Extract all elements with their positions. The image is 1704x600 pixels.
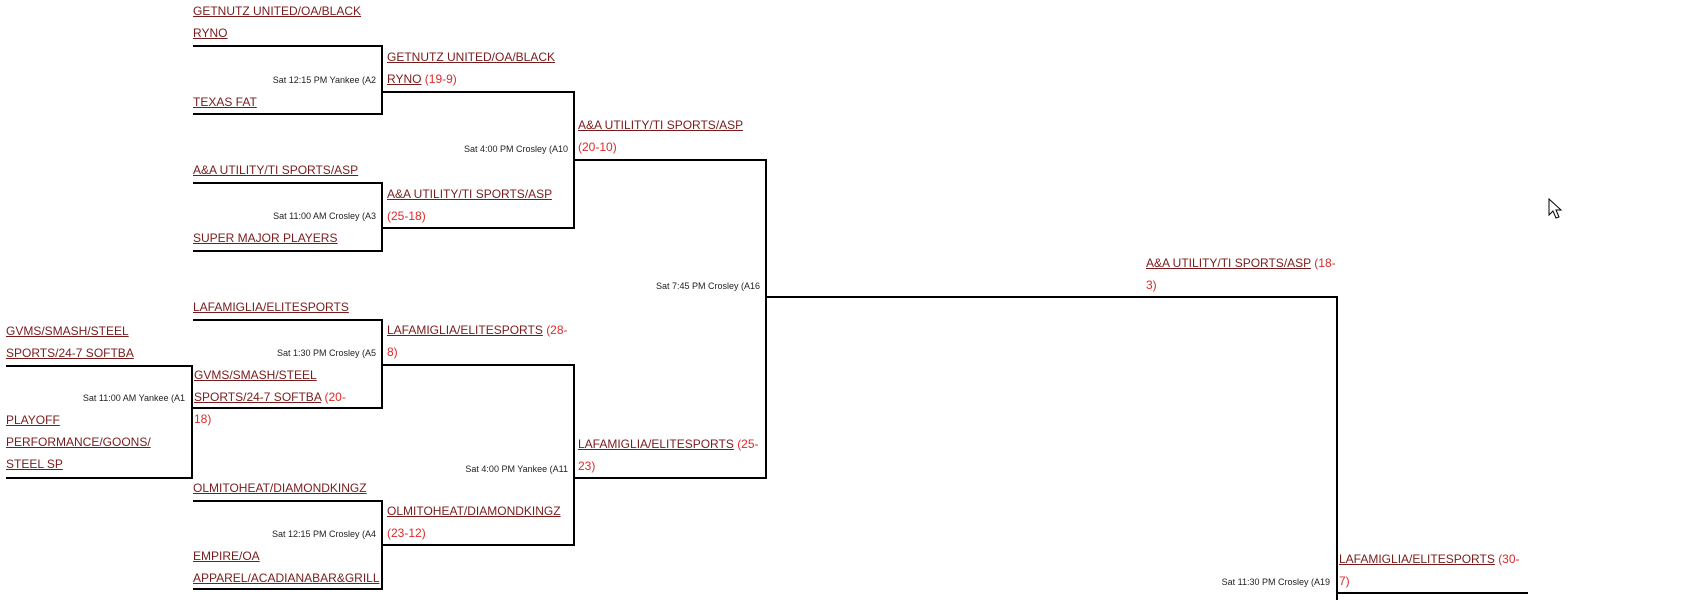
score: (19-9): [424, 72, 457, 86]
bracket-line: [193, 319, 383, 321]
score: (18-3): [1146, 256, 1336, 292]
winner-a11[interactable]: LAFAMIGLIA/ELITESPORTS (25-23): [578, 433, 768, 477]
team-link[interactable]: SUPER MAJOR PLAYERS: [193, 231, 338, 245]
bracket-line: [193, 182, 383, 184]
team-link[interactable]: A&A UTILITY/TI SPORTS/ASP: [387, 187, 552, 201]
bracket-line: [381, 182, 383, 252]
winner-a19[interactable]: LAFAMIGLIA/ELITESPORTS (30-7): [1339, 548, 1529, 592]
bracket-line: [575, 477, 767, 479]
score: (23-12): [387, 526, 426, 540]
team-link[interactable]: GETNUTZ UNITED/OA/BLACK RYNO: [193, 4, 362, 40]
team-a1-bottom[interactable]: PLAYOFF PERFORMANCE/GOONS/ STEEL SP: [6, 409, 166, 475]
team-link[interactable]: GVMS/SMASH/STEEL SPORTS/24-7 SOFTBA: [6, 324, 134, 360]
game-info-a5: Sat 1:30 PM Crosley (A5: [276, 348, 376, 358]
game-info-a16: Sat 7:45 PM Crosley (A16: [655, 281, 760, 291]
score: (25-18): [387, 209, 426, 223]
team-link[interactable]: LAFAMIGLIA/ELITESPORTS: [193, 300, 349, 314]
team-a2-bottom[interactable]: TEXAS FAT: [193, 91, 257, 113]
team-a4-bottom[interactable]: EMPIRE/OA APPAREL/ACADIANABAR&GRILL: [193, 545, 388, 589]
winner-a4[interactable]: OLMITOHEAT/DIAMONDKINGZ (23-12): [387, 500, 567, 544]
team-a4-top[interactable]: OLMITOHEAT/DIAMONDKINGZ: [193, 477, 367, 499]
team-a2-top[interactable]: GETNUTZ UNITED/OA/BLACK RYNO: [193, 0, 368, 44]
bracket-line: [193, 500, 383, 502]
winner-a16[interactable]: A&A UTILITY/TI SPORTS/ASP (18-3): [1146, 252, 1336, 296]
bracket-line: [381, 319, 383, 409]
team-a5-top[interactable]: LAFAMIGLIA/ELITESPORTS: [193, 296, 349, 318]
team-a3-bottom[interactable]: SUPER MAJOR PLAYERS: [193, 227, 337, 249]
score: (20-10): [578, 140, 617, 154]
team-link[interactable]: LAFAMIGLIA/ELITESPORTS: [1339, 552, 1495, 566]
winner-a3[interactable]: A&A UTILITY/TI SPORTS/ASP (25-18): [387, 183, 567, 227]
bracket-line: [191, 407, 383, 409]
bracket-line: [193, 45, 383, 47]
game-info-a4: Sat 12:15 PM Crosley (A4: [271, 529, 376, 539]
team-link[interactable]: OLMITOHEAT/DIAMONDKINGZ: [387, 504, 561, 518]
team-a1-top[interactable]: GVMS/SMASH/STEEL SPORTS/24-7 SOFTBA: [6, 320, 146, 364]
bracket-line: [193, 250, 383, 252]
bracket-line: [381, 45, 383, 115]
team-link[interactable]: A&A UTILITY/TI SPORTS/ASP: [193, 163, 359, 177]
bracket-line: [383, 227, 575, 229]
game-info-a10: Sat 4:00 PM Crosley (A10: [463, 144, 568, 154]
bracket-line: [575, 159, 767, 161]
bracket-line: [193, 588, 383, 590]
bracket-line: [767, 296, 1338, 298]
bracket-line: [1336, 296, 1338, 600]
bracket-line: [765, 159, 767, 479]
winner-a2[interactable]: GETNUTZ UNITED/OA/BLACK RYNO (19-9): [387, 46, 567, 90]
game-info-a3: Sat 11:00 AM Crosley (A3: [273, 211, 376, 221]
bracket-line: [191, 365, 193, 479]
bracket-line: [383, 364, 575, 366]
bracket-line: [6, 365, 193, 367]
winner-a5[interactable]: LAFAMIGLIA/ELITESPORTS (28-8): [387, 319, 572, 363]
team-link[interactable]: EMPIRE/OA APPAREL/ACADIANABAR&GRILL: [193, 549, 380, 585]
team-link[interactable]: LAFAMIGLIA/ELITESPORTS: [578, 437, 734, 451]
winner-a1[interactable]: GVMS/SMASH/STEEL SPORTS/24-7 SOFTBA (20-…: [194, 364, 354, 430]
game-info-a2: Sat 12:15 PM Yankee (A2: [272, 75, 376, 85]
bracket-line: [383, 544, 575, 546]
bracket-line: [193, 113, 383, 115]
score: (28-8): [387, 323, 568, 359]
winner-a10[interactable]: A&A UTILITY/TI SPORTS/ASP (20-10): [578, 114, 763, 158]
bracket-line: [383, 91, 575, 93]
bracket-line: [573, 91, 575, 229]
score: (20-18): [194, 390, 346, 426]
team-link[interactable]: OLMITOHEAT/DIAMONDKINGZ: [193, 481, 367, 495]
bracket-line: [6, 477, 193, 479]
score: (30-7): [1339, 552, 1520, 588]
mouse-pointer-icon: [1548, 198, 1563, 219]
team-link[interactable]: GETNUTZ UNITED/OA/BLACK RYNO: [387, 50, 556, 86]
bracket-line: [573, 364, 575, 546]
team-link[interactable]: PLAYOFF PERFORMANCE/GOONS/ STEEL SP: [6, 413, 151, 471]
team-link[interactable]: A&A UTILITY/TI SPORTS/ASP: [578, 118, 743, 132]
team-link[interactable]: GVMS/SMASH/STEEL SPORTS/24-7 SOFTBA: [194, 368, 322, 404]
game-info-a19: Sat 11:30 PM Crosley (A19: [1221, 577, 1330, 587]
team-link[interactable]: TEXAS FAT: [193, 95, 257, 109]
team-a3-top[interactable]: A&A UTILITY/TI SPORTS/ASP: [193, 159, 358, 181]
team-link[interactable]: LAFAMIGLIA/ELITESPORTS: [387, 323, 543, 337]
score: (25-23): [578, 437, 759, 473]
game-info-a11: Sat 4:00 PM Yankee (A11: [465, 464, 568, 474]
bracket-line: [1336, 592, 1528, 594]
game-info-a1: Sat 11:00 AM Yankee (A1: [82, 393, 185, 403]
team-link[interactable]: A&A UTILITY/TI SPORTS/ASP: [1146, 256, 1311, 270]
bracket-line: [381, 500, 383, 590]
